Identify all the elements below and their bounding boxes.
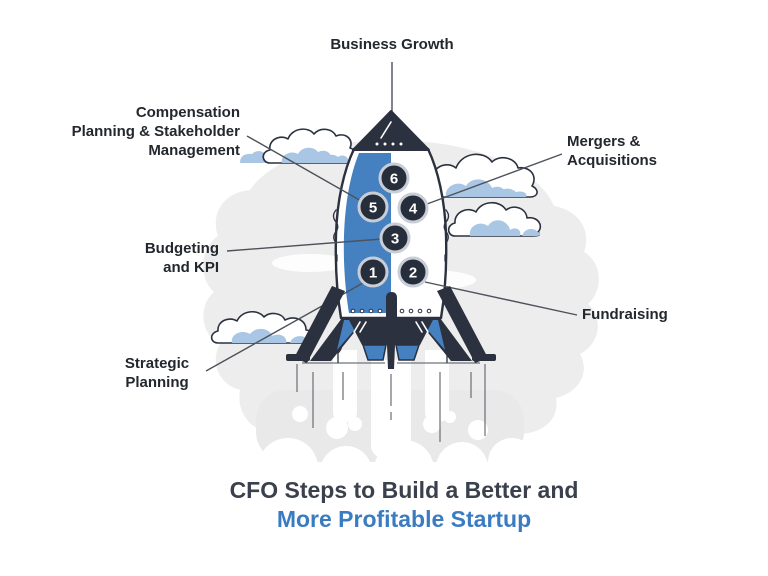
step-circle-6: 6 <box>378 162 410 194</box>
callout-fundraising: Fundraising <box>582 306 668 323</box>
step-number-6: 6 <box>390 171 398 188</box>
nozzle-left <box>361 344 387 361</box>
cloud-right-upper <box>424 153 538 198</box>
step-circle-5: 5 <box>357 191 389 223</box>
blob-white-puff <box>272 254 348 272</box>
callout-budgeting-kpi: Budgeting and KPI <box>144 240 219 276</box>
cloud-mid-left <box>210 311 315 344</box>
step-circle-4: 4 <box>397 192 429 224</box>
step-number-1: 1 <box>369 265 377 282</box>
step-circle-2: 2 <box>397 256 429 288</box>
cloud-left <box>240 128 357 164</box>
rocket-center-column <box>386 292 397 318</box>
callout-line-compensation <box>246 135 364 203</box>
rocket-leg-left <box>286 286 385 364</box>
rocket-nose <box>352 110 430 151</box>
nozzle-right <box>395 344 421 361</box>
callout-business-growth: Business Growth <box>330 36 454 53</box>
step-number-3: 3 <box>391 231 399 248</box>
speed-lines <box>296 364 486 442</box>
step-number-2: 2 <box>409 265 417 282</box>
exhaust-plume-center <box>371 360 411 459</box>
step-number-4: 4 <box>409 201 418 218</box>
rocket-engine <box>348 318 434 369</box>
exhaust-plume-right <box>425 350 449 422</box>
step-circle-3: 3 <box>379 222 411 254</box>
cloud-right-lower <box>447 201 542 237</box>
callout-compensation-planning: Compensation Planning & Stakeholder Mana… <box>71 104 240 159</box>
step-number-5: 5 <box>369 200 377 217</box>
rocket-rivets <box>350 308 432 314</box>
callout-line-mergers <box>426 153 563 205</box>
step-circle-1: 1 <box>357 256 389 288</box>
callout-line-budgeting <box>226 238 383 252</box>
exhaust-plume-left <box>333 350 357 422</box>
callout-strategic-planning: Strategic Planning <box>124 355 190 391</box>
infographic-title: CFO Steps to Build a Better and More Pro… <box>40 476 768 534</box>
title-line-2: More Profitable Startup <box>276 506 532 532</box>
title-line-1: CFO Steps to Build a Better and <box>229 477 579 503</box>
callout-mergers-acquisitions: Mergers & Acquisitions <box>567 133 658 169</box>
